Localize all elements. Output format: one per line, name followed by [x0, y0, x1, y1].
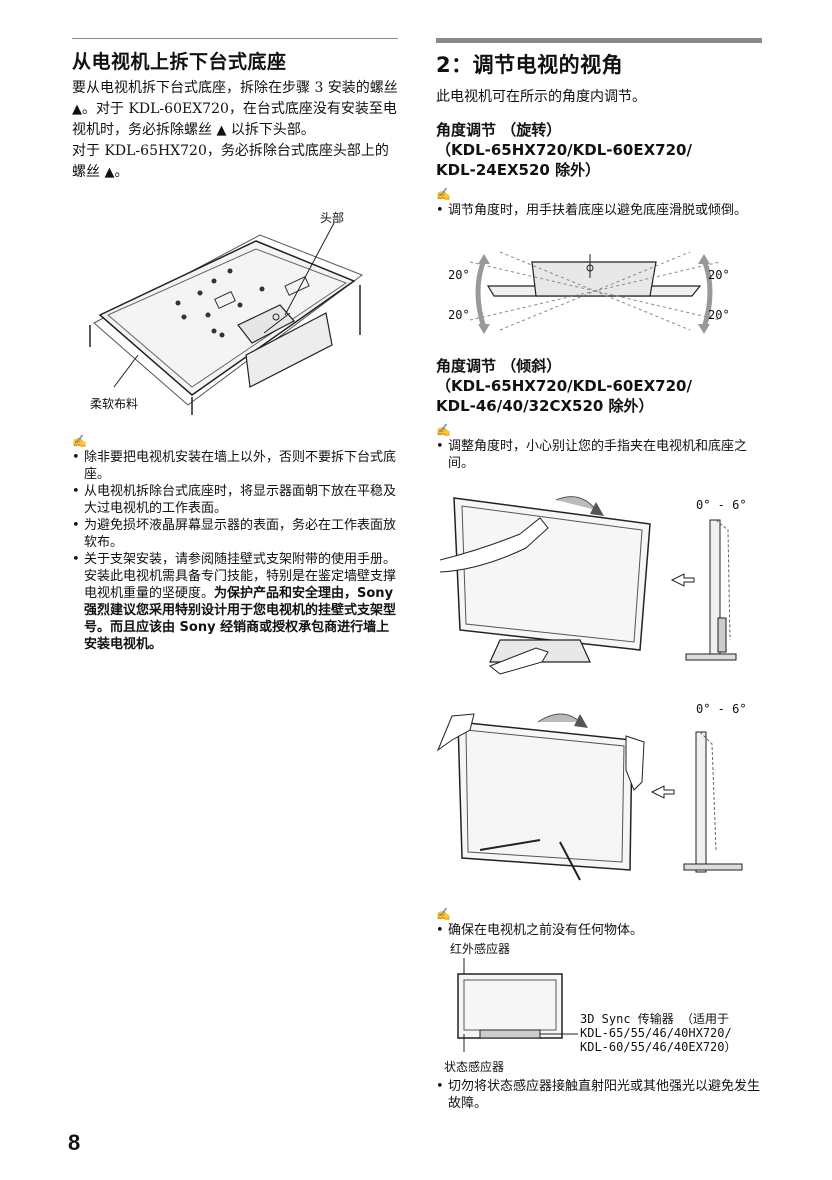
right-column: 2：调节电视的视角 此电视机可在所示的角度内调节。 角度调节 （旋转） （KDL… [436, 38, 762, 219]
tilt-heading: 角度调节 （倾斜） （KDL-65HX720/KDL-60EX720/ KDL-… [436, 357, 692, 415]
ir-sensor-label: 红外感应器 [450, 942, 511, 956]
tv-face-down-figure: 头部 柔软布料 [80, 205, 380, 420]
front-note-section: ✍ 确保在电视机之前没有任何物体。 [436, 906, 762, 939]
swivel-heading: 角度调节 （旋转） （KDL-65HX720/KDL-60EX720/ KDL-… [436, 121, 692, 179]
note-icon: ✍ [436, 187, 451, 201]
list-item: 除非要把电视机安装在墙上以外，否则不要拆下台式底座。 [72, 449, 398, 483]
list-item: 为避免损坏液晶屏幕显示器的表面，务必在工作表面放软布。 [72, 517, 398, 551]
tilt-range-label: 0° - 6° [696, 702, 747, 716]
status-sensor-label: 状态感应器 [444, 1060, 505, 1074]
last-notes-list: 切勿将状态感应器接触直射阳光或其他强光以避免发生故障。 [436, 1078, 762, 1112]
head-label: 头部 [320, 211, 345, 225]
angle-label: 20° [708, 308, 730, 322]
section-title-remove-stand: 从电视机上拆下台式底座 [72, 51, 287, 73]
angle-label: 20° [708, 268, 730, 282]
section-rule [436, 38, 762, 43]
screw-icon: ▲ [72, 102, 82, 117]
screw-icon: ▲ [104, 165, 115, 180]
swivel-figure: 20° 20° 20° 20° [440, 250, 760, 338]
screw-icon: ▲ [216, 123, 227, 138]
page-number: 8 [68, 1130, 81, 1155]
intro-text: 此电视机可在所示的角度内调节。 [436, 89, 646, 105]
list-item: 关于支架安装，请参阅随挂壁式支架附带的使用手册。安装此电视机需具备专门技能，特别… [72, 551, 398, 653]
list-item: 确保在电视机之前没有任何物体。 [436, 922, 762, 939]
last-note-section: 切勿将状态感应器接触直射阳光或其他强光以避免发生故障。 [436, 1078, 762, 1112]
tilt-figure-1: 0° - 6° [439, 490, 762, 690]
soft-cloth-label: 柔软布料 [90, 397, 139, 411]
para-text: 。 [114, 164, 129, 180]
sync-emitter-label: 3D Sync 传输器 （适用于 KDL-65/55/46/40HX720/ K… [580, 1012, 737, 1054]
left-notes-list: 除非要把电视机安装在墙上以外，否则不要拆下台式底座。 从电视机拆除台式底座时，将… [72, 449, 398, 653]
list-item: 调节角度时，用手扶着底座以避免底座滑脱或倾倒。 [436, 202, 762, 219]
list-item: 从电视机拆除台式底座时，将显示器面朝下放在平稳及大过电视机的工作表面。 [72, 483, 398, 517]
note-normal-text: 关于支架安装，请参阅随挂壁式支架附带的使用手册。安装此电视机需具备专门技能，特别… [84, 552, 397, 601]
note-icon: ✍ [72, 434, 87, 448]
angle-label: 20° [448, 308, 470, 322]
section-rule [72, 38, 398, 39]
tilt-figure-2: 0° - 6° [430, 700, 762, 890]
tilt-range-label: 0° - 6° [696, 498, 747, 512]
tilt-notes-list: 调整角度时，小心别让您的手指夹在电视机和底座之间。 [436, 438, 762, 472]
left-notes: ✍ 除非要把电视机安装在墙上以外，否则不要拆下台式底座。 从电视机拆除台式底座时… [72, 433, 398, 653]
front-notes-list: 确保在电视机之前没有任何物体。 [436, 922, 762, 939]
para-text: 要从电视机拆下台式底座，拆除在步骤 3 安装的螺丝 [72, 80, 398, 96]
para-text: 。对于 KDL-60EX720，在台式底座没有安装至电视机时，务必拆除螺丝 [72, 101, 397, 138]
list-item: 调整角度时，小心别让您的手指夹在电视机和底座之间。 [436, 438, 762, 472]
note-bold-text: 为保护产品和安全理由，Sony 强烈建议您采用特别设计用于您电视机的挂壁式支架型… [84, 586, 397, 652]
note-icon: ✍ [436, 907, 451, 921]
remove-stand-instructions: 要从电视机拆下台式底座，拆除在步骤 3 安装的螺丝 ▲。对于 KDL-60EX7… [72, 78, 398, 183]
section-title-viewing-angle: 2：调节电视的视角 [436, 53, 624, 77]
tilt-section: 角度调节 （倾斜） （KDL-65HX720/KDL-60EX720/ KDL-… [436, 356, 762, 472]
sensor-figure: 红外感应器 3D Sync 传输器 （适用于 KDL-65/55/46/40HX… [440, 940, 770, 1078]
para-text: 对于 KDL-65HX720，务必拆除台式底座头部上的螺丝 [72, 143, 389, 180]
list-item: 切勿将状态感应器接触直射阳光或其他强光以避免发生故障。 [436, 1078, 762, 1112]
left-column: 从电视机上拆下台式底座 要从电视机拆下台式底座，拆除在步骤 3 安装的螺丝 ▲。… [72, 38, 398, 183]
angle-label: 20° [448, 268, 470, 282]
swivel-notes-list: 调节角度时，用手扶着底座以避免底座滑脱或倾倒。 [436, 202, 762, 219]
note-icon: ✍ [436, 423, 451, 437]
para-text: 以拆下头部。 [226, 122, 315, 138]
